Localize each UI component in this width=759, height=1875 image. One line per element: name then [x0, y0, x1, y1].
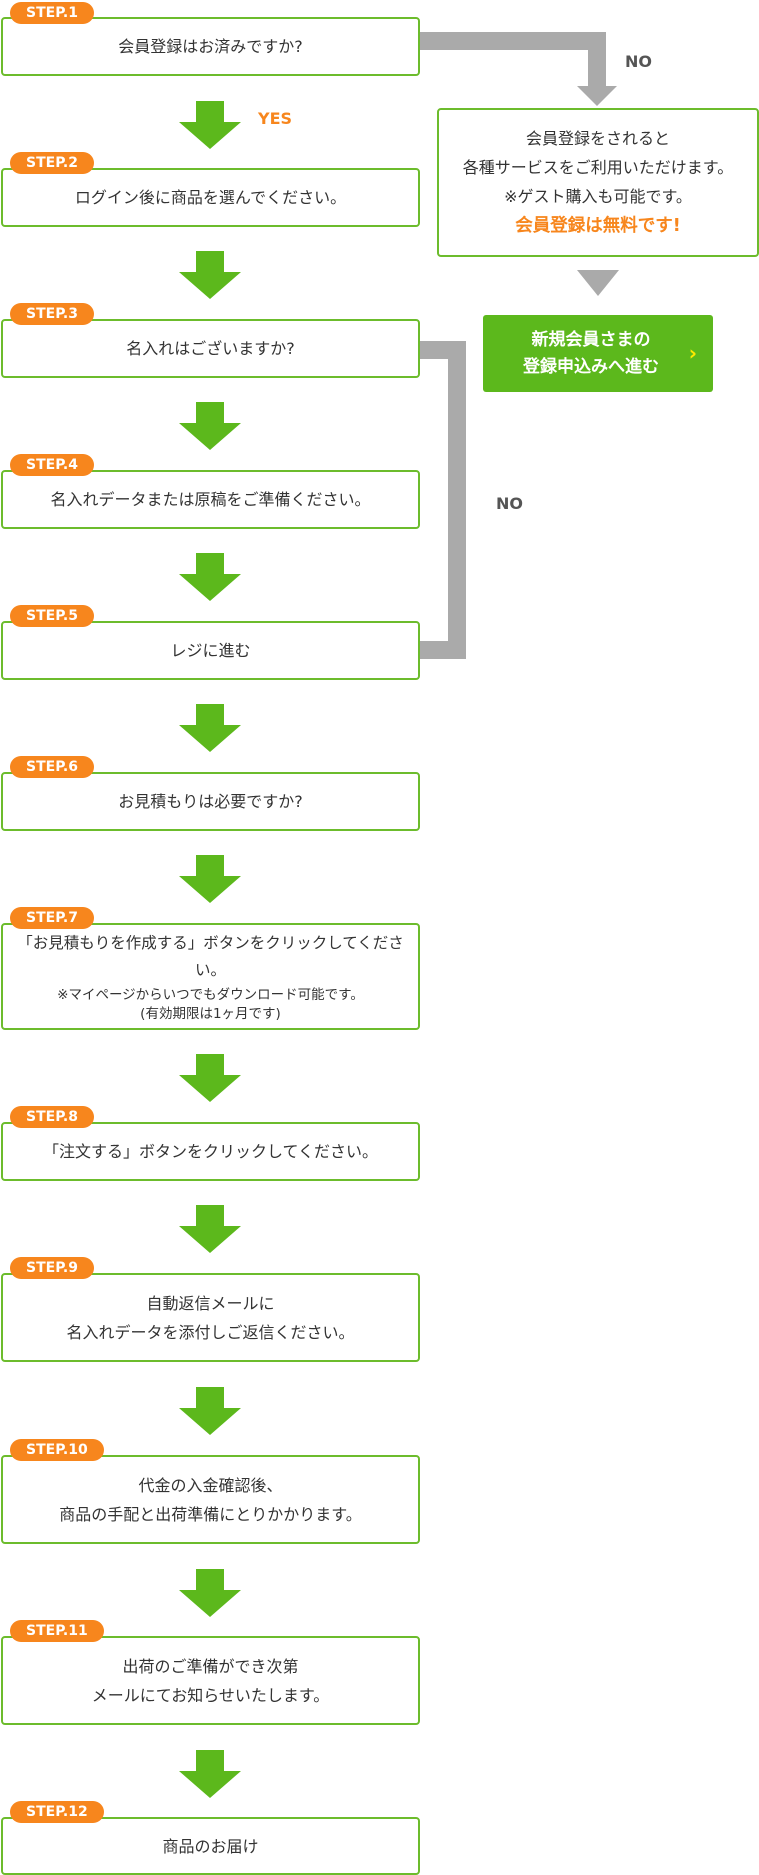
down-arrow-11 [179, 1750, 241, 1798]
step-1-box: 会員登録はお済みですか? [1, 17, 420, 76]
info-line-1: 会員登録をされると [525, 128, 670, 148]
no-label-1: NO [625, 52, 652, 71]
step-7-text: 「お見積もりを作成する」ボタンをクリックしてください。 [17, 933, 404, 979]
info-to-button-arrow [577, 270, 619, 296]
down-arrow-10 [179, 1569, 241, 1617]
down-arrow-5 [179, 704, 241, 752]
membership-info-box: 会員登録をされると 各種サービスをご利用いただけます。 ※ゲスト購入も可能です。… [437, 108, 759, 257]
step-7-badge: STEP.7 [10, 907, 94, 929]
step-6-badge: STEP.6 [10, 756, 94, 778]
no-path-1 [390, 32, 606, 88]
step-2-text: ログイン後に商品を選んでください。 [74, 188, 347, 207]
register-button-label: 新規会員さまの 登録申込みへ進む [523, 329, 659, 377]
step-3-box: 名入れはございますか? [1, 319, 420, 378]
down-arrow-3 [179, 402, 241, 450]
step-7-box: 「お見積もりを作成する」ボタンをクリックしてください。 ※マイページからいつでも… [1, 923, 420, 1030]
step-11-text: 出荷のご準備ができ次第 メールにてお知らせいたします。 [91, 1656, 330, 1705]
step-9-text: 自動返信メールに 名入れデータを添付しご返信ください。 [66, 1293, 355, 1342]
step-1-text: 会員登録はお済みですか? [118, 37, 303, 56]
step-11-box: 出荷のご準備ができ次第 メールにてお知らせいたします。 [1, 1636, 420, 1725]
down-arrow-6 [179, 855, 241, 903]
step-10-text: 代金の入金確認後、 商品の手配と出荷準備にとりかかります。 [59, 1475, 362, 1524]
step-3-text: 名入れはございますか? [126, 339, 295, 358]
step-4-box: 名入れデータまたは原稿をご準備ください。 [1, 470, 420, 529]
step-10-badge: STEP.10 [10, 1439, 104, 1461]
no-path-1-head [577, 86, 617, 106]
down-arrow-2 [179, 251, 241, 299]
register-button[interactable]: 新規会員さまの 登録申込みへ進む › [483, 315, 713, 392]
down-arrow-7 [179, 1054, 241, 1102]
step-12-badge: STEP.12 [10, 1801, 104, 1823]
step-1-badge: STEP.1 [10, 2, 94, 24]
step-9-box: 自動返信メールに 名入れデータを添付しご返信ください。 [1, 1273, 420, 1362]
step-4-text: 名入れデータまたは原稿をご準備ください。 [50, 490, 371, 509]
chevron-right-icon: › [688, 341, 697, 365]
down-arrow-9 [179, 1387, 241, 1435]
step-3-badge: STEP.3 [10, 303, 94, 325]
step-12-box: 商品のお届け [1, 1817, 420, 1875]
step-8-box: 「注文する」ボタンをクリックしてください。 [1, 1122, 420, 1181]
step-6-box: お見積もりは必要ですか? [1, 772, 420, 831]
step-5-box: レジに進む [1, 621, 420, 680]
info-line-3: ※ゲスト購入も可能です。 [504, 186, 692, 206]
down-arrow-8 [179, 1205, 241, 1253]
step-8-badge: STEP.8 [10, 1106, 94, 1128]
no-label-2: NO [496, 494, 523, 513]
step-10-box: 代金の入金確認後、 商品の手配と出荷準備にとりかかります。 [1, 1455, 420, 1544]
step-2-box: ログイン後に商品を選んでください。 [1, 168, 420, 227]
info-line-2: 各種サービスをご利用いただけます。 [462, 157, 734, 177]
down-arrow-4 [179, 553, 241, 601]
step-2-badge: STEP.2 [10, 152, 94, 174]
step-8-text: 「注文する」ボタンをクリックしてください。 [42, 1142, 379, 1161]
step-11-badge: STEP.11 [10, 1620, 104, 1642]
info-free-notice: 会員登録は無料です! [515, 215, 681, 236]
step-4-badge: STEP.4 [10, 454, 94, 476]
step-5-badge: STEP.5 [10, 605, 94, 627]
down-arrow-1 [179, 101, 241, 149]
no-path-2 [390, 341, 466, 659]
step-5-text: レジに進む [170, 641, 251, 660]
yes-label: YES [258, 109, 293, 128]
step-6-text: お見積もりは必要ですか? [118, 792, 303, 811]
step-12-text: 商品のお届け [162, 1836, 259, 1856]
step-9-badge: STEP.9 [10, 1257, 94, 1279]
step-7-note: ※マイページからいつでもダウンロード可能です。 (有効期限は1ヶ月です) [57, 986, 364, 1022]
